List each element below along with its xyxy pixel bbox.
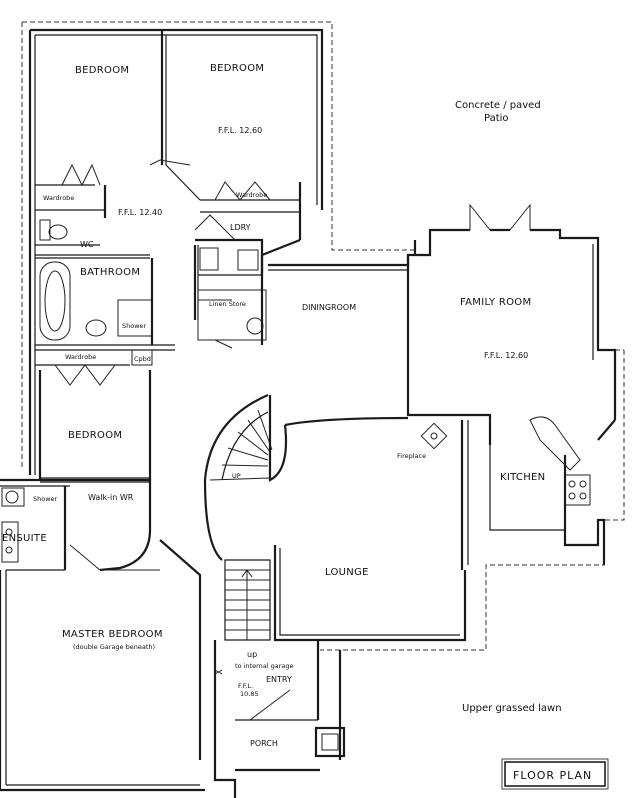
label-walk-in-wr: Walk-in WR — [88, 493, 134, 502]
label-bedroom-1: BEDROOM — [75, 65, 129, 76]
label-lounge: LOUNGE — [325, 567, 369, 578]
label-bedroom-2: BEDROOM — [210, 63, 264, 74]
title-box-outer — [501, 758, 609, 790]
label-shower-1: Shower — [122, 322, 147, 330]
label-fireplace: Fireplace — [397, 452, 426, 460]
plan-title: FLOOR PLAN — [513, 769, 592, 782]
title-box — [504, 761, 606, 787]
label-patio-1: Concrete / paved — [455, 100, 541, 111]
label-entry-ffl-2: 10.85 — [240, 690, 259, 698]
label-porch: PORCH — [250, 739, 278, 748]
label-family-room: FAMILY ROOM — [460, 297, 531, 308]
outdoor-labels: Concrete / paved Patio Upper grassed law… — [455, 100, 562, 714]
label-entry-ffl-1: F.F.L. — [238, 682, 253, 690]
label-garage-note: to internal garage — [235, 662, 294, 670]
label-linen-store: Linen Store — [209, 300, 246, 308]
label-master-note: (double Garage beneath) — [73, 643, 155, 651]
walls — [0, 28, 617, 798]
label-garage-up: up — [247, 650, 257, 659]
label-laundry: LDRY — [230, 223, 251, 232]
label-cpbd: Cpbd — [134, 355, 151, 363]
label-master-bedroom: MASTER BEDROOM — [62, 629, 163, 640]
label-patio-2: Patio — [484, 113, 509, 124]
label-wardrobe-3: Wardrobe — [65, 353, 96, 361]
label-stairs-up: UP — [232, 472, 241, 480]
label-bedroom-ffl: F.F.L. 12.60 — [218, 126, 262, 135]
label-bathroom: BATHROOM — [80, 267, 140, 278]
label-shower-2: Shower — [33, 495, 58, 503]
label-hall-ffl: F.F.L. 12.40 — [118, 208, 162, 217]
label-wc: WC — [80, 240, 94, 249]
label-lawn: Upper grassed lawn — [462, 703, 562, 714]
label-wardrobe-1: Wardrobe — [43, 194, 74, 202]
room-labels: BEDROOM BEDROOM F.F.L. 12.60 Wardrobe Wa… — [2, 63, 545, 748]
label-kitchen: KITCHEN — [500, 472, 545, 483]
label-bedroom-3: BEDROOM — [68, 430, 122, 441]
title-block: FLOOR PLAN — [501, 758, 609, 790]
label-family-ffl: F.F.L. 12.60 — [484, 351, 528, 360]
label-wardrobe-2: Wardrobe — [236, 191, 267, 199]
label-diningroom: DININGROOM — [302, 303, 356, 312]
label-entry: ENTRY — [266, 675, 292, 684]
label-ensuite: ENSUITE — [2, 533, 47, 544]
